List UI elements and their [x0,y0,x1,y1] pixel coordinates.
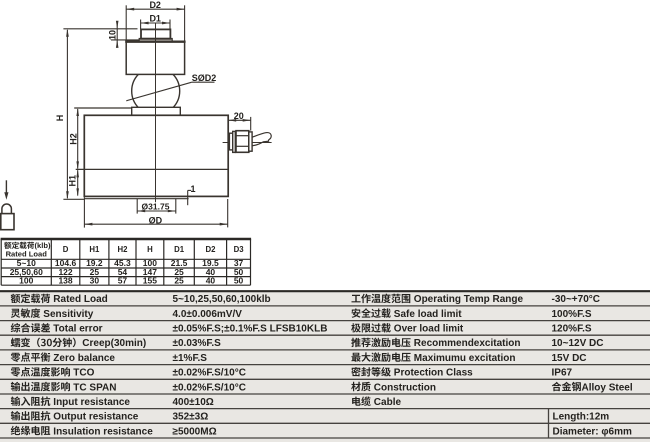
svg-text:352±3Ω: 352±3Ω [173,412,209,423]
svg-text:Operating Temp Range: Operating Temp Range [414,294,524,305]
svg-text:D: D [63,245,69,254]
svg-text:Construction: Construction [374,382,436,393]
svg-text:25: 25 [174,267,184,277]
svg-text:H1: H1 [68,175,78,187]
svg-text:ØD: ØD [149,215,163,225]
svg-text:Ø31.75: Ø31.75 [142,202,170,212]
svg-text:±0.02%F.S/10°C: ±0.02%F.S/10°C [173,382,246,393]
svg-text:D2: D2 [205,245,216,254]
svg-text:54: 54 [118,267,128,277]
svg-text:10: 10 [108,30,118,40]
svg-text:50: 50 [234,276,244,286]
svg-text:19.2: 19.2 [86,258,103,268]
svg-text:D3: D3 [234,245,245,254]
svg-text:45.3: 45.3 [114,258,131,268]
svg-text:15V DC: 15V DC [552,353,587,364]
svg-text:5~10: 5~10 [17,258,36,268]
svg-text:19.5: 19.5 [202,258,219,268]
svg-text:120%F.S: 120%F.S [552,324,592,335]
svg-text:≥5000MΩ: ≥5000MΩ [173,426,217,437]
svg-text:D1: D1 [174,245,185,254]
svg-text:H2: H2 [117,245,128,254]
svg-text:1: 1 [191,184,196,194]
svg-text:57: 57 [118,276,128,286]
svg-text:(klb): (klb) [35,241,52,250]
svg-text:±0.05%F.S;±0.1%F.S LFSB10KLB: ±0.05%F.S;±0.1%F.S LFSB10KLB [173,324,328,335]
svg-text:40: 40 [206,276,216,286]
svg-text:H: H [147,245,153,254]
svg-text:Alloy Steel: Alloy Steel [582,382,633,393]
svg-text:Output resistance: Output resistance [53,412,138,423]
svg-text:25,50,60: 25,50,60 [10,267,43,277]
svg-text:21.5: 21.5 [171,258,188,268]
svg-text:50: 50 [234,267,244,277]
svg-text:138: 138 [58,276,72,286]
svg-text:H2: H2 [68,133,78,145]
svg-text:5~10,25,50,60,100klb: 5~10,25,50,60,100klb [173,294,271,305]
svg-text:D1: D1 [149,13,161,23]
svg-text:Recommendexcitation: Recommendexcitation [414,338,521,349]
svg-text:25: 25 [174,276,184,286]
svg-text:±0.02%F.S/10°C: ±0.02%F.S/10°C [173,368,246,379]
svg-text:TC SPAN: TC SPAN [73,382,116,393]
svg-text:40: 40 [206,267,216,277]
svg-text:Creep(30min): Creep(30min) [82,338,146,349]
svg-text:SØD2: SØD2 [192,73,217,83]
svg-text:Insulation resistance: Insulation resistance [53,426,153,437]
svg-text:104.6: 104.6 [55,258,77,268]
svg-text:147: 147 [143,267,157,277]
svg-text:H: H [55,115,65,122]
svg-text:Safe load limit: Safe load limit [394,309,462,320]
svg-text:Over load limit: Over load limit [394,324,464,335]
svg-text:Protection Class: Protection Class [394,368,473,379]
svg-text:37: 37 [234,258,244,268]
svg-text:155: 155 [143,276,157,286]
svg-text:400±10Ω: 400±10Ω [173,397,214,408]
svg-text:Input resistance: Input resistance [53,397,130,408]
svg-text:Sensitivity: Sensitivity [43,309,93,320]
svg-text:100%F.S: 100%F.S [552,309,592,320]
svg-text:Zero balance: Zero balance [53,353,115,364]
svg-text:Diameter: φ6mm: Diameter: φ6mm [553,426,633,437]
svg-text:Length:12m: Length:12m [553,412,610,423]
svg-text:4.0±0.006mV/V: 4.0±0.006mV/V [173,309,243,320]
svg-text:122: 122 [58,267,72,277]
svg-text:±0.03%F.S: ±0.03%F.S [173,338,222,349]
svg-text:Cable: Cable [374,397,402,408]
svg-text:IP67: IP67 [552,368,573,379]
svg-text:25: 25 [90,267,100,277]
svg-text:20: 20 [234,111,244,121]
svg-text:Rated Load: Rated Load [6,250,48,259]
svg-text:30: 30 [90,276,100,286]
svg-text:Rated Load: Rated Load [53,294,107,305]
svg-text:H1: H1 [89,245,100,254]
svg-text:±1%F.S: ±1%F.S [173,353,208,364]
svg-text:Maximumu excitation: Maximumu excitation [414,353,516,364]
svg-text:Total error: Total error [53,324,102,335]
svg-text:100: 100 [19,276,33,286]
svg-text:10~12V DC: 10~12V DC [552,338,604,349]
svg-text:-30~+70°C: -30~+70°C [552,294,600,305]
svg-text:TCO: TCO [73,368,94,379]
svg-text:D2: D2 [149,0,161,10]
svg-text:100: 100 [143,258,157,268]
